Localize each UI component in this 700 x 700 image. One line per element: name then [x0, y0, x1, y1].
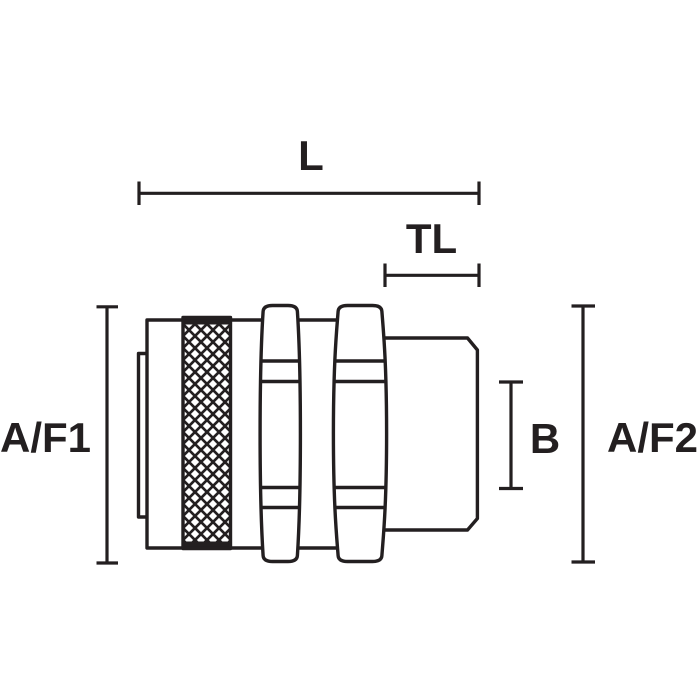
hex-nut-2-chamfer-lines: [334, 359, 386, 510]
dim-across-flats-1-label: A/F1: [0, 414, 91, 461]
dim-across-flats-1-line: [96, 305, 118, 565]
main-body: [145, 318, 343, 550]
knurl-outline: [181, 315, 233, 551]
dim-thread-length-label: TL: [406, 215, 457, 262]
hex-nut-2-outline: [331, 303, 389, 564]
dim-across-flats-2-label: A/F2: [607, 414, 698, 461]
fitting-part: [136, 303, 480, 564]
dim-thread-length: TL: [383, 215, 481, 287]
dim-across-flats-2-line: [571, 304, 595, 564]
knurl-top-bar: [183, 317, 231, 325]
hex-nut-1-outline: [258, 303, 303, 564]
dim-bore-line: [499, 380, 523, 491]
dim-overall-length-line: [137, 181, 481, 205]
knurled-ring: [181, 315, 233, 551]
hex-nut-1: [258, 303, 303, 564]
knurl-pattern: [183, 324, 231, 542]
dim-bore-label: B: [530, 415, 560, 462]
dim-bore: B: [499, 380, 560, 491]
end-cylinder: [379, 336, 480, 532]
knurl-bottom-bar: [183, 541, 231, 549]
dim-overall-length-label: L: [298, 132, 324, 179]
dimensions: L TL A/F1 A/F2 B: [0, 132, 698, 565]
dim-across-flats-1: A/F1: [0, 305, 118, 565]
hex-nut-2: [331, 303, 389, 564]
hex-nut-1-chamfer-lines: [261, 359, 300, 510]
dim-across-flats-2: A/F2: [571, 304, 698, 564]
dim-overall-length: L: [137, 132, 481, 205]
dim-thread-length-line: [383, 263, 481, 287]
